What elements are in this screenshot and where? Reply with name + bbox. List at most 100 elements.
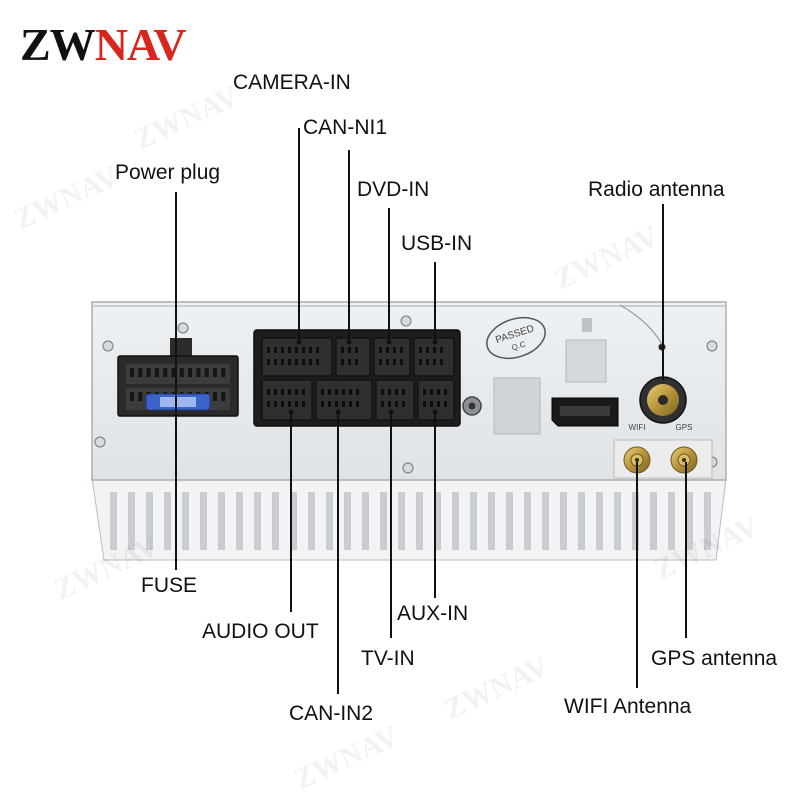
- vent-slot: [182, 492, 189, 550]
- vent-slot: [110, 492, 117, 550]
- label-dvd-in: DVD-IN: [357, 178, 430, 201]
- socket-pin: [393, 347, 396, 353]
- socket-pin: [402, 389, 405, 395]
- vent-slot: [542, 492, 549, 550]
- socket-pin: [309, 347, 312, 353]
- socket-pin: [302, 347, 305, 353]
- socket-pin: [335, 401, 338, 407]
- socket-pin: [274, 359, 277, 365]
- socket-pin: [267, 401, 270, 407]
- connector-socket: [375, 379, 415, 421]
- socket-pin: [393, 359, 396, 365]
- socket-pin: [341, 359, 344, 365]
- socket-pin: [349, 389, 352, 395]
- socket-pin: [302, 359, 305, 365]
- socket-pin: [400, 347, 403, 353]
- vent-slot: [704, 492, 711, 550]
- connector-pin: [154, 368, 159, 377]
- vent-slot: [668, 492, 675, 550]
- qc-stamp-subtext: Q.C: [510, 340, 527, 353]
- socket-pin: [328, 401, 331, 407]
- socket-pin: [423, 389, 426, 395]
- connector-pin: [130, 368, 134, 377]
- socket-pin: [316, 359, 319, 365]
- connector-socket: [261, 337, 333, 377]
- notch: [582, 318, 592, 332]
- vent-slot: [326, 492, 333, 550]
- socket-pin: [295, 359, 298, 365]
- socket-pin: [440, 359, 443, 365]
- socket-pin: [321, 401, 324, 407]
- socket-pin: [355, 347, 358, 353]
- connector-socket: [315, 379, 373, 421]
- connector-pin: [146, 368, 151, 377]
- label-radio-antenna: Radio antenna: [588, 178, 725, 201]
- vent-slot: [380, 492, 387, 550]
- vent-slot: [308, 492, 315, 550]
- vent-slot: [146, 492, 153, 550]
- vent-slot: [506, 492, 513, 550]
- connector-pin: [213, 368, 217, 377]
- socket-pin: [288, 389, 291, 395]
- socket-pin: [356, 401, 359, 407]
- socket-pin: [423, 401, 426, 407]
- connector-socket: [335, 337, 371, 377]
- connector-pin: [138, 368, 143, 377]
- socket-pin: [341, 347, 344, 353]
- socket-pin: [288, 401, 291, 407]
- label-fuse: FUSE: [141, 574, 198, 597]
- socket-pin: [430, 389, 433, 395]
- fuse-component: [145, 393, 211, 411]
- vent-slot: [470, 492, 477, 550]
- multi-connector-block: [253, 329, 461, 427]
- connector-pin: [130, 392, 134, 401]
- socket-pin: [433, 359, 436, 365]
- logo-part-2: NAV: [94, 19, 187, 70]
- socket-pin: [274, 347, 277, 353]
- label-audio-out: AUDIO OUT: [202, 620, 319, 643]
- usb-port: [551, 397, 619, 427]
- socket-pin: [444, 389, 447, 395]
- svg-text:ZWNAV: ZWNAV: [549, 219, 664, 296]
- vent-slot: [164, 492, 171, 550]
- socket-pin: [437, 389, 440, 395]
- socket-pin: [342, 401, 345, 407]
- vent-slot: [650, 492, 657, 550]
- wifi-port-label: WIFI: [629, 423, 646, 432]
- antenna-wire: [619, 304, 664, 347]
- svg-text:ZWNAV: ZWNAV: [439, 649, 554, 726]
- connector-socket: [417, 379, 455, 421]
- socket-pin: [419, 347, 422, 353]
- vent-slot: [488, 492, 495, 550]
- connector-socket: [261, 379, 313, 421]
- vent-slot: [236, 492, 243, 550]
- sticker: [493, 377, 541, 435]
- socket-pin: [295, 347, 298, 353]
- socket-pin: [288, 347, 291, 353]
- socket-pin: [281, 359, 284, 365]
- vent-slot: [560, 492, 567, 550]
- socket-pin: [388, 389, 391, 395]
- logo-part-1: ZW: [20, 19, 96, 70]
- vent-slots: [110, 492, 711, 550]
- label-usb-in: USB-IN: [401, 232, 473, 255]
- label-aux-in: AUX-IN: [397, 602, 469, 625]
- vent-slot: [434, 492, 441, 550]
- socket-pin: [281, 347, 284, 353]
- vent-slot: [362, 492, 369, 550]
- socket-pin: [379, 359, 382, 365]
- label-tv-in: TV-IN: [361, 647, 415, 670]
- svg-text:ZWNAV: ZWNAV: [129, 79, 244, 156]
- socket-pin: [267, 347, 270, 353]
- connector-pin: [204, 368, 209, 377]
- socket-pin: [349, 401, 352, 407]
- brand-logo: ZWNAV: [20, 19, 187, 70]
- svg-text:ZWNAV: ZWNAV: [289, 719, 404, 796]
- socket-pin: [321, 389, 324, 395]
- gps-port-label: GPS: [676, 423, 693, 432]
- socket-pin: [355, 359, 358, 365]
- socket-pin: [381, 401, 384, 407]
- socket-pin: [388, 401, 391, 407]
- socket-pin: [309, 359, 312, 365]
